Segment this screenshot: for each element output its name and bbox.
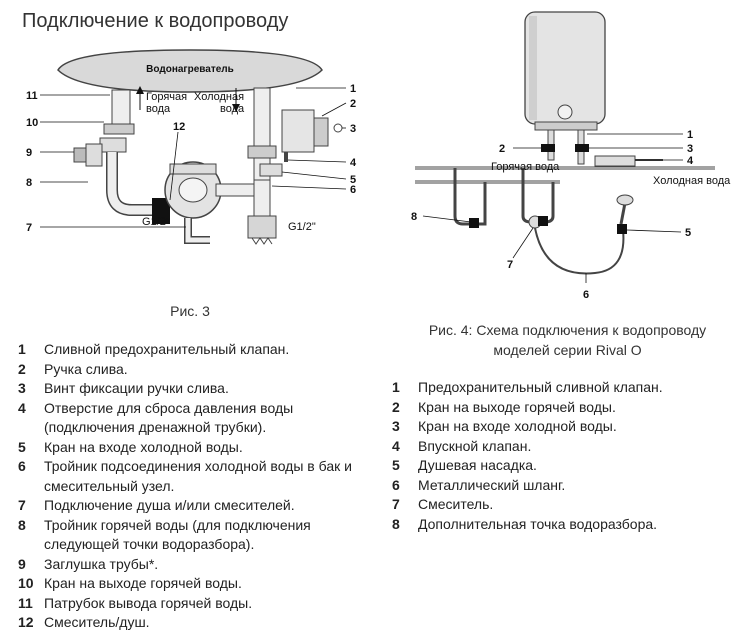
list-item: 8 Дополнительная точка водоразбора. [392, 515, 732, 535]
item-text: Винт фиксации ручки слива. [44, 380, 229, 396]
item-number: 8 [18, 516, 26, 533]
fig3-callout-5: 5 [350, 174, 356, 186]
list-item: 7 Подключение душа и/или смесителей. [18, 496, 363, 516]
item-number: 4 [18, 399, 26, 416]
list-item: 7 Смеситель. [392, 495, 732, 515]
fig4-callout-7: 7 [507, 259, 513, 271]
item-number: 6 [18, 458, 26, 474]
cold-water-label-1: Холодная [194, 91, 244, 103]
list-item: 3 Кран на входе холодной воды. [392, 417, 732, 437]
item-number: 5 [392, 457, 400, 473]
fig3-callout-3: 3 [350, 123, 356, 135]
item-number: 3 [392, 418, 400, 434]
fig4-callout-3: 3 [687, 143, 693, 155]
fig3-callout-10: 10 [26, 117, 38, 129]
figure-4-caption: Рис. 4: Схема подключения к водопроводу … [395, 320, 740, 360]
fig3-callout-6: 6 [350, 184, 356, 196]
figure-4-caption-line1: Рис. 4: Схема подключения к водопроводу [428, 322, 707, 338]
fig3-callout-11: 11 [26, 90, 38, 102]
item-number: 12 [18, 614, 34, 630]
item-text: Отверстие для сброса давления воды (подк… [44, 399, 294, 436]
item-number: 2 [18, 360, 26, 377]
item-number: 1 [392, 379, 400, 395]
item-text: Металлический шланг. [418, 476, 566, 493]
fig4-callout-6: 6 [583, 289, 589, 301]
fig3-callout-8: 8 [26, 177, 32, 189]
list-item: 1 Предохранительный сливной клапан. [392, 378, 732, 398]
item-text: Подключение душа и/или смесителей. [44, 497, 295, 513]
fig4-cold-water-label: Холодная вода [653, 175, 731, 187]
item-text: Кран на выходе горячей воды. [44, 575, 242, 591]
fig4-callout-8: 8 [411, 211, 417, 223]
list-item: 12 Смеситель/душ. [18, 613, 363, 633]
item-text: Впускной клапан. [418, 437, 532, 454]
list-item: 5 Душевая насадка. [392, 456, 732, 476]
item-number: 10 [18, 575, 34, 591]
list-item: 6 Металлический шланг. [392, 476, 732, 496]
item-number: 5 [18, 438, 26, 455]
item-text: Дополнительная точка водоразбора. [418, 515, 658, 532]
fig4-callout-4: 4 [687, 155, 694, 167]
item-number: 7 [392, 496, 400, 512]
list-item: 4 Впускной клапан. [392, 437, 732, 457]
fig4-callout-1: 1 [687, 129, 693, 141]
item-text: Сливной предохранительный клапан. [44, 341, 290, 357]
list-item: 8 Тройник горячей воды (для подключения с… [18, 516, 363, 555]
item-text: Ручка слива. [44, 360, 128, 377]
hot-water-label-1: Горячая [146, 91, 187, 103]
figure-4-diagram: Горячая вода Холодная вода 1 2 3 4 5 6 7… [411, 11, 731, 301]
item-number: 1 [18, 341, 26, 357]
thread-label-left: G1/2" [142, 216, 170, 228]
item-number: 8 [392, 515, 400, 532]
list-item: 5 Кран на входе холодной воды. [18, 438, 363, 458]
fig3-callout-7: 7 [26, 222, 32, 234]
fig3-callout-9: 9 [26, 147, 32, 159]
list-item: 1 Сливной предохранительный клапан. [18, 340, 363, 360]
item-text: Тройник подсоединения холодной воды в ба… [44, 458, 352, 494]
page-title: Подключение к водопроводу [22, 10, 289, 32]
hot-water-label-2: вода [146, 103, 171, 115]
figure-3-diagram: Водонагреватель Горячая вода Холодная во… [26, 49, 357, 245]
item-text: Смеситель. [418, 496, 494, 512]
fig3-callout-2: 2 [350, 98, 356, 110]
figure-4-caption-line2: моделей серии Rival O [493, 342, 642, 358]
list-item: 11 Патрубок вывода горячей воды. [18, 594, 363, 614]
item-text: Патрубок вывода горячей воды. [44, 594, 253, 611]
item-number: 6 [392, 476, 400, 493]
item-number: 2 [392, 398, 400, 415]
item-number: 9 [18, 555, 26, 572]
item-number: 4 [392, 437, 400, 454]
fig4-callout-5: 5 [685, 227, 691, 239]
list-item: 3 Винт фиксации ручки слива. [18, 379, 363, 399]
thread-label-right: G1/2" [288, 221, 316, 233]
item-text: Заглушка трубы*. [44, 555, 159, 572]
item-number: 3 [18, 380, 26, 396]
cold-water-label-2: вода [220, 103, 245, 115]
fig3-callout-1: 1 [350, 83, 356, 95]
list-item: 2 Кран на выходе горячей воды. [392, 398, 732, 418]
list-item: 2 Ручка слива. [18, 360, 363, 380]
item-text: Тройник горячей воды (для подключения сл… [44, 516, 311, 553]
item-number: 11 [18, 594, 33, 611]
item-text: Душевая насадка. [418, 457, 537, 473]
list-item: 6 Тройник подсоединения холодной воды в б… [18, 457, 363, 496]
item-text: Кран на выходе горячей воды. [418, 398, 616, 415]
fig3-callout-12: 12 [173, 121, 185, 133]
list-item: 9 Заглушка трубы*. [18, 555, 363, 575]
list-item: 10 Кран на выходе горячей воды. [18, 574, 363, 594]
fig3-callout-4: 4 [350, 157, 357, 169]
figure-3-legend-list: 1 Сливной предохранительный клапан. 2 Ручк… [18, 340, 363, 633]
item-number: 7 [18, 497, 26, 513]
fig4-callout-2: 2 [499, 143, 505, 155]
heater-label: Водонагреватель [146, 64, 234, 75]
item-text: Предохранительный сливной клапан. [418, 379, 663, 395]
item-text: Смеситель/душ. [44, 614, 150, 630]
item-text: Кран на входе холодной воды. [418, 418, 617, 434]
fig4-hot-water-label: Горячая вода [491, 161, 560, 173]
list-item: 4 Отверстие для сброса давления воды (под… [18, 399, 363, 438]
figure-3-caption: Рис. 3 [170, 303, 210, 319]
item-text: Кран на входе холодной воды. [44, 438, 243, 455]
